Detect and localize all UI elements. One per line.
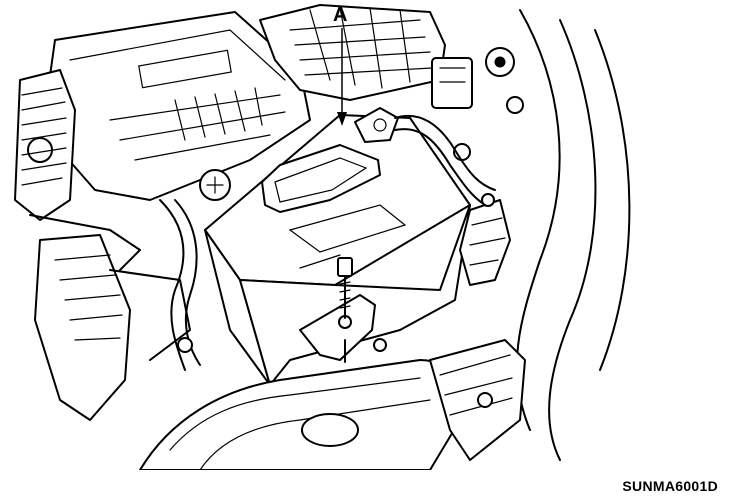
engine-bay-illustration: [14, 4, 631, 470]
fender-strut-tower: [453, 9, 631, 461]
lower-left-components: [34, 234, 193, 421]
right-side-parts: [459, 193, 511, 286]
intake-duct: [14, 69, 141, 271]
lower-hoses: [139, 338, 526, 470]
callout-label-a: A: [333, 4, 348, 26]
callout-arrow: [337, 28, 347, 126]
battery-cables: [159, 114, 496, 371]
relay-box: [259, 4, 473, 109]
battery: [199, 107, 471, 386]
figure-code: SUNMA6001D: [622, 478, 718, 494]
hold-down-bracket: [299, 257, 376, 363]
